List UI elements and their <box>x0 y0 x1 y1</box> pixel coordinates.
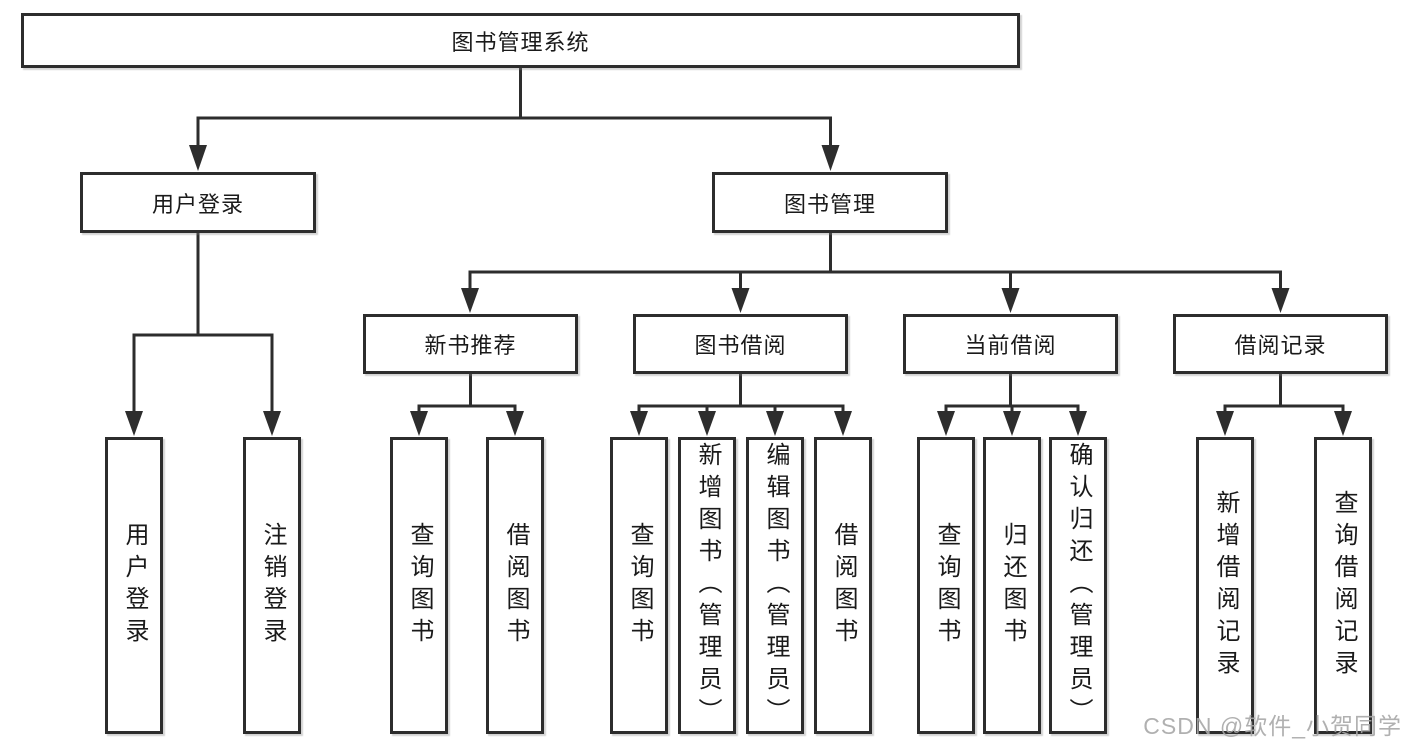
leaf-query-books-recommend: 查询图书 <box>390 437 448 734</box>
leaf-query-books-current: 查询图书 <box>917 437 975 734</box>
node-book-management: 图书管理 <box>712 172 948 233</box>
leaf-query-books-borrowing: 查询图书 <box>610 437 668 734</box>
leaf-confirm-return-admin: 确认归还（管理员） <box>1049 437 1107 734</box>
leaf-add-book-admin: 新增图书（管理员） <box>678 437 736 734</box>
leaf-borrow-books-recommend: 借阅图书 <box>486 437 544 734</box>
node-library-management-system: 图书管理系统 <box>21 13 1020 68</box>
leaf-edit-book-admin: 编辑图书（管理员） <box>746 437 804 734</box>
leaf-add-borrow-record: 新增借阅记录 <box>1196 437 1254 734</box>
node-book-borrowing: 图书借阅 <box>633 314 848 374</box>
leaf-return-books: 归还图书 <box>983 437 1041 734</box>
node-current-borrowing: 当前借阅 <box>903 314 1118 374</box>
leaf-logout: 注销登录 <box>243 437 301 734</box>
leaf-user-login: 用户登录 <box>105 437 163 734</box>
watermark: CSDN @软件_小贺同学 <box>1143 713 1402 739</box>
leaf-borrow-books-borrowing: 借阅图书 <box>814 437 872 734</box>
node-borrow-records: 借阅记录 <box>1173 314 1388 374</box>
node-user-login: 用户登录 <box>80 172 316 233</box>
leaf-query-borrow-record: 查询借阅记录 <box>1314 437 1372 734</box>
node-new-book-recommend: 新书推荐 <box>363 314 578 374</box>
